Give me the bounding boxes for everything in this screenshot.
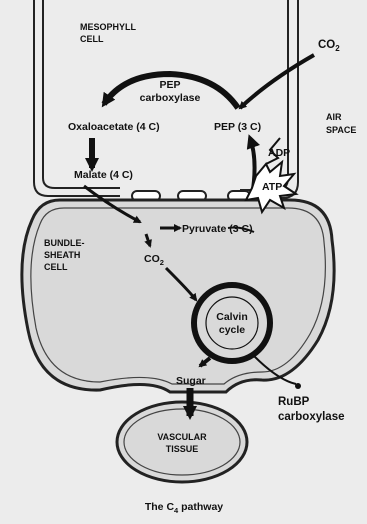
vascular-tissue-label: VASCULAR <box>157 432 207 442</box>
pep-label: PEP (3 C) <box>214 121 261 133</box>
sugar-label: Sugar <box>176 375 206 387</box>
pyruvate-label: Pyruvate (3 C) <box>182 223 253 235</box>
bundle-sheath-label: BUNDLE- <box>44 238 85 248</box>
rubp-carboxylase-label-2: carboxylase <box>278 411 345 423</box>
vascular-tissue-label-2: TISSUE <box>166 444 199 454</box>
bundle-sheath-label-2: SHEATH <box>44 250 80 260</box>
calvin-cycle-label-2: cycle <box>219 324 245 336</box>
air-space-label-2: SPACE <box>326 125 356 135</box>
adp-label: ADP <box>268 147 290 159</box>
malate-label: Malate (4 C) <box>74 169 133 181</box>
caption: The C4 pathway <box>145 501 223 515</box>
bundle-sheath-label-3: CELL <box>44 262 68 272</box>
atp-label: ATP <box>262 181 282 193</box>
mesophyll-cell-label: MESOPHYLL <box>80 22 137 32</box>
air-space-label: AIR <box>326 112 342 122</box>
co2-in-label: CO2 <box>318 39 340 53</box>
pep-carboxylase-label-2: carboxylase <box>140 92 201 104</box>
vascular-tissue <box>117 402 247 482</box>
pep-carboxylase-label: PEP <box>159 79 180 91</box>
oxaloacetate-label: Oxaloacetate (4 C) <box>68 121 160 133</box>
mesophyll-cell-label-2: CELL <box>80 34 104 44</box>
rubp-carboxylase-label: RuBP <box>278 396 310 408</box>
calvin-cycle-label: Calvin <box>216 311 248 323</box>
